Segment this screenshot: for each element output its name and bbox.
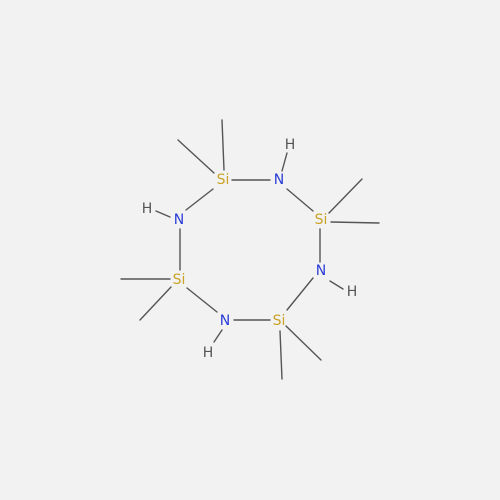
methyl-bond-si-right-1: [328, 178, 363, 214]
atom-h-bottom: H: [203, 345, 214, 361]
methyl-bond-si-left-2: [139, 286, 172, 321]
atom-si-top: Si: [217, 172, 230, 188]
atom-h-top: H: [285, 137, 296, 153]
bond-n-top-si-right: [286, 188, 314, 212]
bond-n-bottom-si-left: [186, 287, 218, 313]
atom-h-right: H: [347, 284, 358, 300]
atom-h-left: H: [142, 201, 153, 217]
methyl-bond-si-bottom-2: [279, 330, 283, 380]
atom-n-bottom: N: [220, 313, 230, 329]
bond-n-left-si-top: [185, 188, 214, 211]
atom-n-right: N: [316, 263, 326, 279]
nh-bond-bottom: [213, 329, 223, 343]
nh-bond-top: [281, 152, 288, 172]
nh-bond-left: [155, 210, 171, 218]
atom-si-bottom: Si: [273, 313, 286, 329]
methyl-bond-si-top-1: [221, 119, 225, 171]
atom-si-left: Si: [173, 272, 186, 288]
methyl-bond-si-right-2: [330, 221, 380, 224]
methyl-bond-si-top-2: [177, 139, 215, 174]
atom-n-left: N: [174, 212, 184, 228]
bond-n-right-si-bottom: [286, 277, 314, 311]
atom-n-top: N: [274, 172, 284, 188]
nh-bond-right: [329, 280, 344, 290]
methyl-bond-si-bottom-1: [285, 325, 322, 361]
atom-si-right: Si: [315, 212, 328, 228]
